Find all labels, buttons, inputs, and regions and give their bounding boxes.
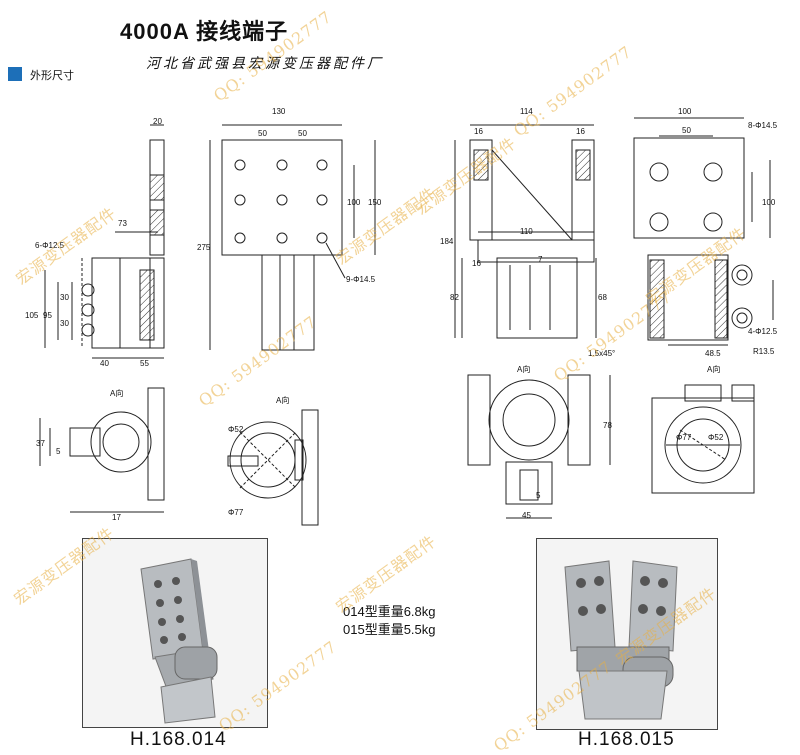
svg-text:100: 100 [678, 107, 692, 116]
svg-text:55: 55 [140, 359, 149, 368]
svg-text:105: 105 [25, 311, 39, 320]
left-front-view [209, 124, 376, 351]
svg-text:275: 275 [197, 243, 211, 252]
svg-text:7: 7 [538, 255, 543, 264]
svg-text:82: 82 [450, 293, 459, 302]
svg-text:40: 40 [100, 359, 109, 368]
svg-text:1.5x45°: 1.5x45° [588, 349, 615, 358]
section-label: 外形尺寸 [30, 69, 74, 82]
svg-text:8-Φ14.5: 8-Φ14.5 [748, 121, 778, 130]
svg-text:R13.5: R13.5 [753, 347, 775, 356]
svg-text:16: 16 [472, 259, 481, 268]
svg-text:Φ52: Φ52 [228, 425, 244, 434]
svg-text:A向: A向 [276, 395, 289, 405]
svg-text:20: 20 [153, 117, 162, 126]
svg-text:100: 100 [347, 198, 361, 207]
weight-info: 014型重量6.8kg 015型重量5.5kg [343, 603, 436, 639]
right-side-view [454, 124, 597, 339]
weight-015: 015型重量5.5kg [343, 622, 436, 637]
svg-text:9-Φ14.5: 9-Φ14.5 [346, 275, 376, 284]
svg-text:73: 73 [118, 219, 127, 228]
svg-text:37: 37 [36, 439, 45, 448]
right-a-view-1 [467, 374, 611, 519]
left-dimension-labels: 20 130 50 50 100 150 275 6-Φ12.5 73 105 … [25, 107, 382, 522]
svg-text:114: 114 [520, 107, 533, 116]
svg-text:16: 16 [576, 127, 585, 136]
svg-text:95: 95 [43, 311, 52, 320]
svg-text:45: 45 [522, 511, 531, 520]
svg-text:5: 5 [536, 491, 541, 500]
svg-text:184: 184 [440, 237, 454, 246]
svg-text:30: 30 [60, 293, 69, 302]
svg-text:Φ77: Φ77 [676, 433, 692, 442]
product-model-015: H.168.015 [578, 729, 675, 750]
svg-text:4-Φ12.5: 4-Φ12.5 [748, 327, 778, 336]
svg-text:78: 78 [603, 421, 612, 430]
left-side-view [44, 124, 165, 359]
svg-text:68: 68 [598, 293, 607, 302]
product-photo-015 [536, 538, 718, 730]
technical-drawing: 20 130 50 50 100 150 275 6-Φ12.5 73 105 … [25, 107, 778, 526]
svg-text:A向: A向 [517, 364, 530, 374]
svg-text:5: 5 [56, 447, 61, 456]
svg-text:Φ52: Φ52 [708, 433, 724, 442]
svg-text:A向: A向 [110, 388, 123, 398]
svg-text:6-Φ12.5: 6-Φ12.5 [35, 241, 65, 250]
product-photo-014 [82, 538, 268, 728]
svg-text:Φ77: Φ77 [228, 508, 244, 517]
svg-text:100: 100 [762, 198, 776, 207]
right-a-view-2 [651, 384, 755, 494]
left-a-view-2 [227, 409, 319, 526]
svg-text:A向: A向 [707, 364, 720, 374]
company-name: 河北省武强县宏源变压器配件厂 [146, 56, 384, 72]
page-title: 4000A 接线端子 [120, 19, 289, 44]
svg-text:50: 50 [682, 126, 691, 135]
svg-text:16: 16 [474, 127, 483, 136]
section-marker-icon [8, 67, 22, 81]
right-front-view [633, 117, 774, 346]
svg-text:110: 110 [520, 227, 533, 236]
product-model-014: H.168.014 [130, 729, 227, 750]
weight-014: 014型重量6.8kg [343, 604, 436, 619]
svg-text:50: 50 [258, 129, 267, 138]
svg-text:30: 30 [60, 319, 69, 328]
svg-text:150: 150 [368, 198, 382, 207]
right-dimension-labels: 114 16 16 100 50 8-Φ14.5 110 100 184 16 … [440, 107, 778, 520]
svg-text:130: 130 [272, 107, 286, 116]
svg-text:17: 17 [112, 513, 121, 522]
svg-text:48.5: 48.5 [705, 349, 721, 358]
svg-text:50: 50 [298, 129, 307, 138]
left-a-view-1 [39, 387, 165, 513]
